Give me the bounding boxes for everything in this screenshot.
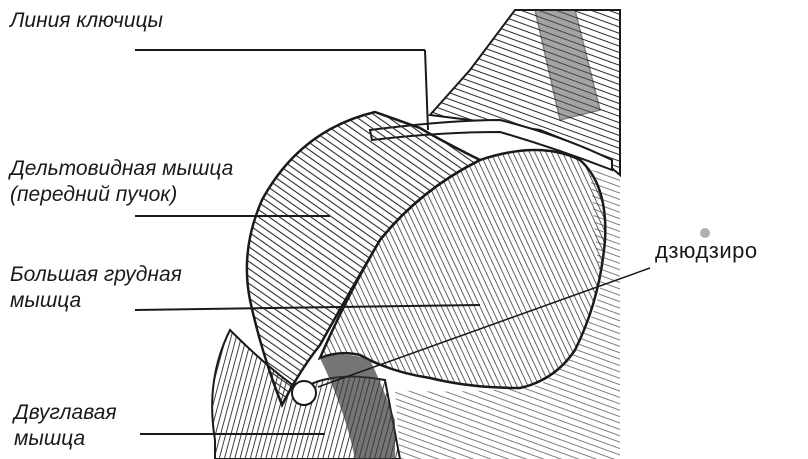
- biceps-label: Двуглавая мышца: [14, 400, 117, 452]
- callout-term: дзюдзиро: [655, 238, 758, 264]
- pectoralis-label: Большая грудная мышца: [10, 262, 182, 314]
- clavicle-line-label: Линия ключицы: [10, 8, 163, 34]
- stain-mark: [700, 228, 710, 238]
- pressure-point-marker: [292, 381, 316, 405]
- clavicle-leader-vertical: [425, 50, 428, 130]
- deltoid-label: Дельтовидная мышца (передний пучок): [10, 156, 233, 208]
